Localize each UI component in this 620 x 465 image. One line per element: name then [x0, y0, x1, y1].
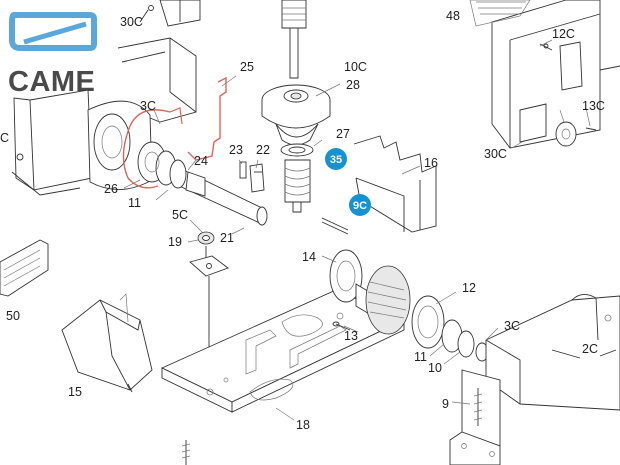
label-28: 28 [346, 78, 360, 92]
gear-assembly [329, 249, 489, 362]
came-logo: CAME [8, 12, 97, 98]
logo-mark [9, 12, 97, 51]
label-30c-top: 30C [120, 15, 143, 29]
motor-housing [11, 0, 201, 196]
label-50: 50 [6, 309, 20, 323]
label-2c: 2C [582, 342, 598, 356]
label-26: 26 [104, 182, 118, 196]
label-16: 16 [424, 156, 438, 170]
badge-35: 35 [325, 148, 347, 170]
label-3c-left: 3C [140, 99, 156, 113]
bracket-16 [353, 135, 437, 233]
label-18: 18 [296, 418, 310, 432]
label-3c-right: 3C [504, 319, 520, 333]
label-11-left: 11 [128, 196, 141, 210]
label-10: 10 [428, 361, 442, 375]
drive-shaft-assembly [137, 141, 268, 226]
label-13: 13 [344, 329, 358, 343]
label-13c: 13C [582, 99, 605, 113]
label-11-right: 11 [414, 350, 427, 364]
motor-cover-15 [61, 293, 153, 393]
label-21: 21 [220, 231, 234, 245]
label-15: 15 [68, 385, 82, 399]
label-10c: 10C [344, 60, 367, 74]
label-23: 23 [229, 143, 243, 157]
label-14: 14 [302, 250, 316, 264]
label-9: 9 [442, 397, 449, 411]
base-plate-18 [160, 289, 406, 465]
leader-lines [123, 39, 591, 421]
badge-9c: 9C [349, 194, 371, 216]
label-19: 19 [168, 235, 182, 249]
red-wire-spring [122, 76, 227, 189]
label-48: 48 [446, 9, 460, 23]
label-12: 12 [462, 281, 476, 295]
right-bracket [485, 294, 620, 411]
badge-9c-text: 9C [353, 200, 367, 212]
label-25: 25 [240, 60, 254, 74]
badge-35-text: 35 [330, 154, 342, 166]
small-parts-22-23 [239, 161, 265, 193]
label-22: 22 [256, 143, 270, 157]
stand-9 [449, 369, 501, 465]
label-c-edge: C [0, 131, 9, 145]
part-50 [0, 239, 49, 297]
vertical-spindle [261, 0, 349, 235]
label-12c: 12C [552, 27, 575, 41]
label-27: 27 [336, 127, 350, 141]
label-24: 24 [194, 154, 208, 168]
logo-mark-fold [23, 21, 87, 45]
part-labels: 30C 48 12C 25 10C 28 3C 13C C 27 23 22 2… [0, 9, 605, 432]
label-30c-right: 30C [484, 147, 507, 161]
top-right-housing [469, 0, 620, 149]
label-5c: 5C [172, 208, 188, 222]
